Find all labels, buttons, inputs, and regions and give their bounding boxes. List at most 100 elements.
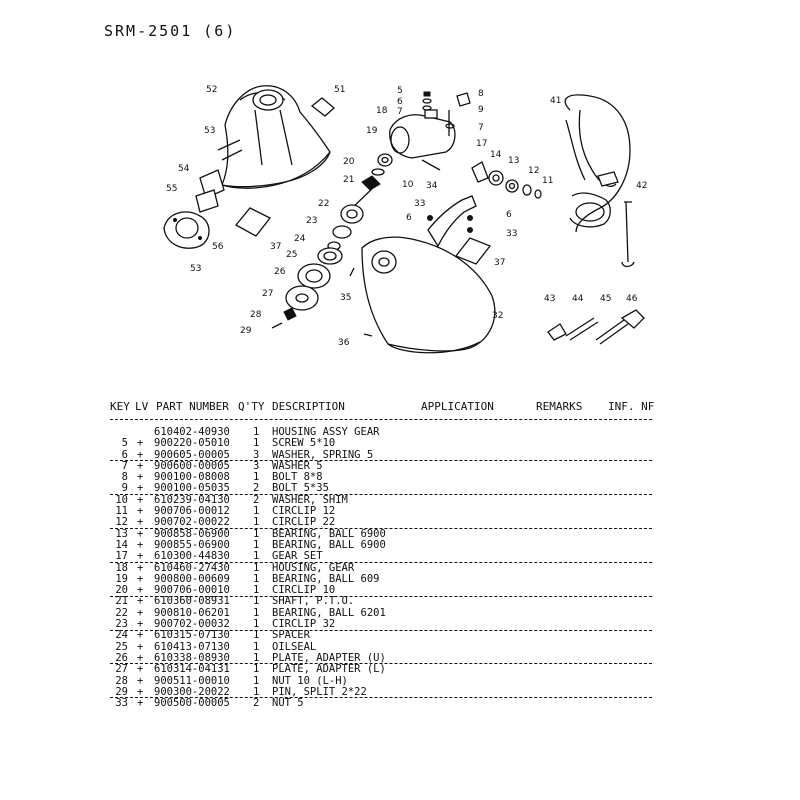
rivet-36 [363,333,373,337]
clamp-55 [195,189,219,213]
svg-text:33: 33 [506,229,517,239]
cell-key: 10 [115,493,128,506]
label-51 [310,97,335,117]
cell-description: BOLT 8*8 [272,471,323,484]
header-application: APPLICATION [421,400,494,413]
cell-part-number: 610360-08931 [154,595,230,608]
bearing-stack [271,153,393,329]
cell-lv: + [137,674,144,687]
cell-key: 5 [121,437,128,450]
header-description: DESCRIPTION [272,400,345,413]
cell-key: 26 [115,651,128,664]
cell-lv: + [137,651,144,664]
svg-text:45: 45 [600,294,611,304]
cell-part-number: 610338-08930 [154,651,230,664]
harness-41 [564,94,631,233]
cell-description: SHAFT, P.T.O. [272,595,355,608]
svg-text:35: 35 [340,293,351,303]
cell-key: 21 [115,595,128,608]
cell-description: CIRCLIP 32 [272,618,336,631]
svg-text:54: 54 [178,164,190,174]
header-part-number: PART NUMBER [156,400,229,413]
header-qty: Q'TY [238,400,265,413]
svg-text:33: 33 [414,199,425,209]
cell-lv: + [137,584,144,597]
cell-lv: + [137,685,144,698]
cell-description: NUT 10 (L-H) [272,674,348,687]
shield-52 [221,85,331,189]
rivet-35 [349,267,355,277]
cell-qty: 1 [253,651,260,664]
svg-text:7: 7 [478,123,484,133]
cell-lv: + [137,437,144,450]
decal-37-left [234,207,271,237]
cell-qty: 1 [253,516,260,529]
cell-part-number: 900500-00005 [154,697,230,710]
cell-description: BEARING, BALL 609 [272,572,380,585]
cell-lv: + [137,493,144,506]
cell-key: 25 [115,640,128,653]
cell-lv: + [137,606,144,619]
header-lv: LV [135,400,149,413]
cell-part-number: 900858-06900 [154,527,230,540]
svg-text:19: 19 [366,126,378,136]
cell-qty: 2 [253,493,260,506]
svg-text:11: 11 [542,176,553,186]
cell-lv: + [137,516,144,529]
cell-part-number: 900100-05035 [154,482,230,495]
shaft-parts-right [421,159,542,199]
cell-part-number: 610300-44830 [154,550,230,563]
cell-key: 11 [115,505,128,518]
cell-part-number: 900300-20022 [154,685,230,698]
cell-qty: 1 [253,595,260,608]
svg-text:9: 9 [478,105,484,115]
cell-qty: 1 [253,629,260,642]
svg-text:43: 43 [544,294,555,304]
cell-part-number: 900600-00005 [154,459,230,472]
cell-key: 22 [115,606,128,619]
header-divider [110,419,652,420]
cell-key: 12 [115,516,128,529]
svg-text:42: 42 [636,181,647,191]
cell-key: 23 [115,618,128,631]
cell-part-number: 900800-00609 [154,572,230,585]
cell-key: 33 [115,697,128,710]
cell-lv: + [137,629,144,642]
cell-qty: 1 [253,437,260,450]
svg-text:41: 41 [550,96,561,106]
header-key: KEY [110,400,130,413]
cell-lv: + [137,482,144,495]
cell-part-number: 610402-40930 [154,426,230,438]
cell-lv: + [137,527,144,540]
cell-description: PLATE, ADAPTER (L) [272,663,386,676]
svg-text:25: 25 [286,250,297,260]
svg-text:22: 22 [318,199,329,209]
svg-text:37: 37 [494,258,505,268]
svg-text:53: 53 [190,264,201,274]
svg-text:53: 53 [204,126,215,136]
cell-description: WASHER, SPRING 5 [272,448,374,461]
cell-description: NUT 5 [272,697,304,710]
cell-part-number: 610239-04130 [154,493,230,506]
svg-text:51: 51 [334,85,345,95]
small-hardware [422,91,471,136]
cell-description: BEARING, BALL 6900 [272,538,386,551]
svg-text:29: 29 [240,326,252,336]
svg-text:24: 24 [294,234,306,244]
svg-text:46: 46 [626,294,638,304]
cell-lv: + [137,459,144,472]
cell-lv: + [137,505,144,518]
svg-text:52: 52 [206,85,217,95]
